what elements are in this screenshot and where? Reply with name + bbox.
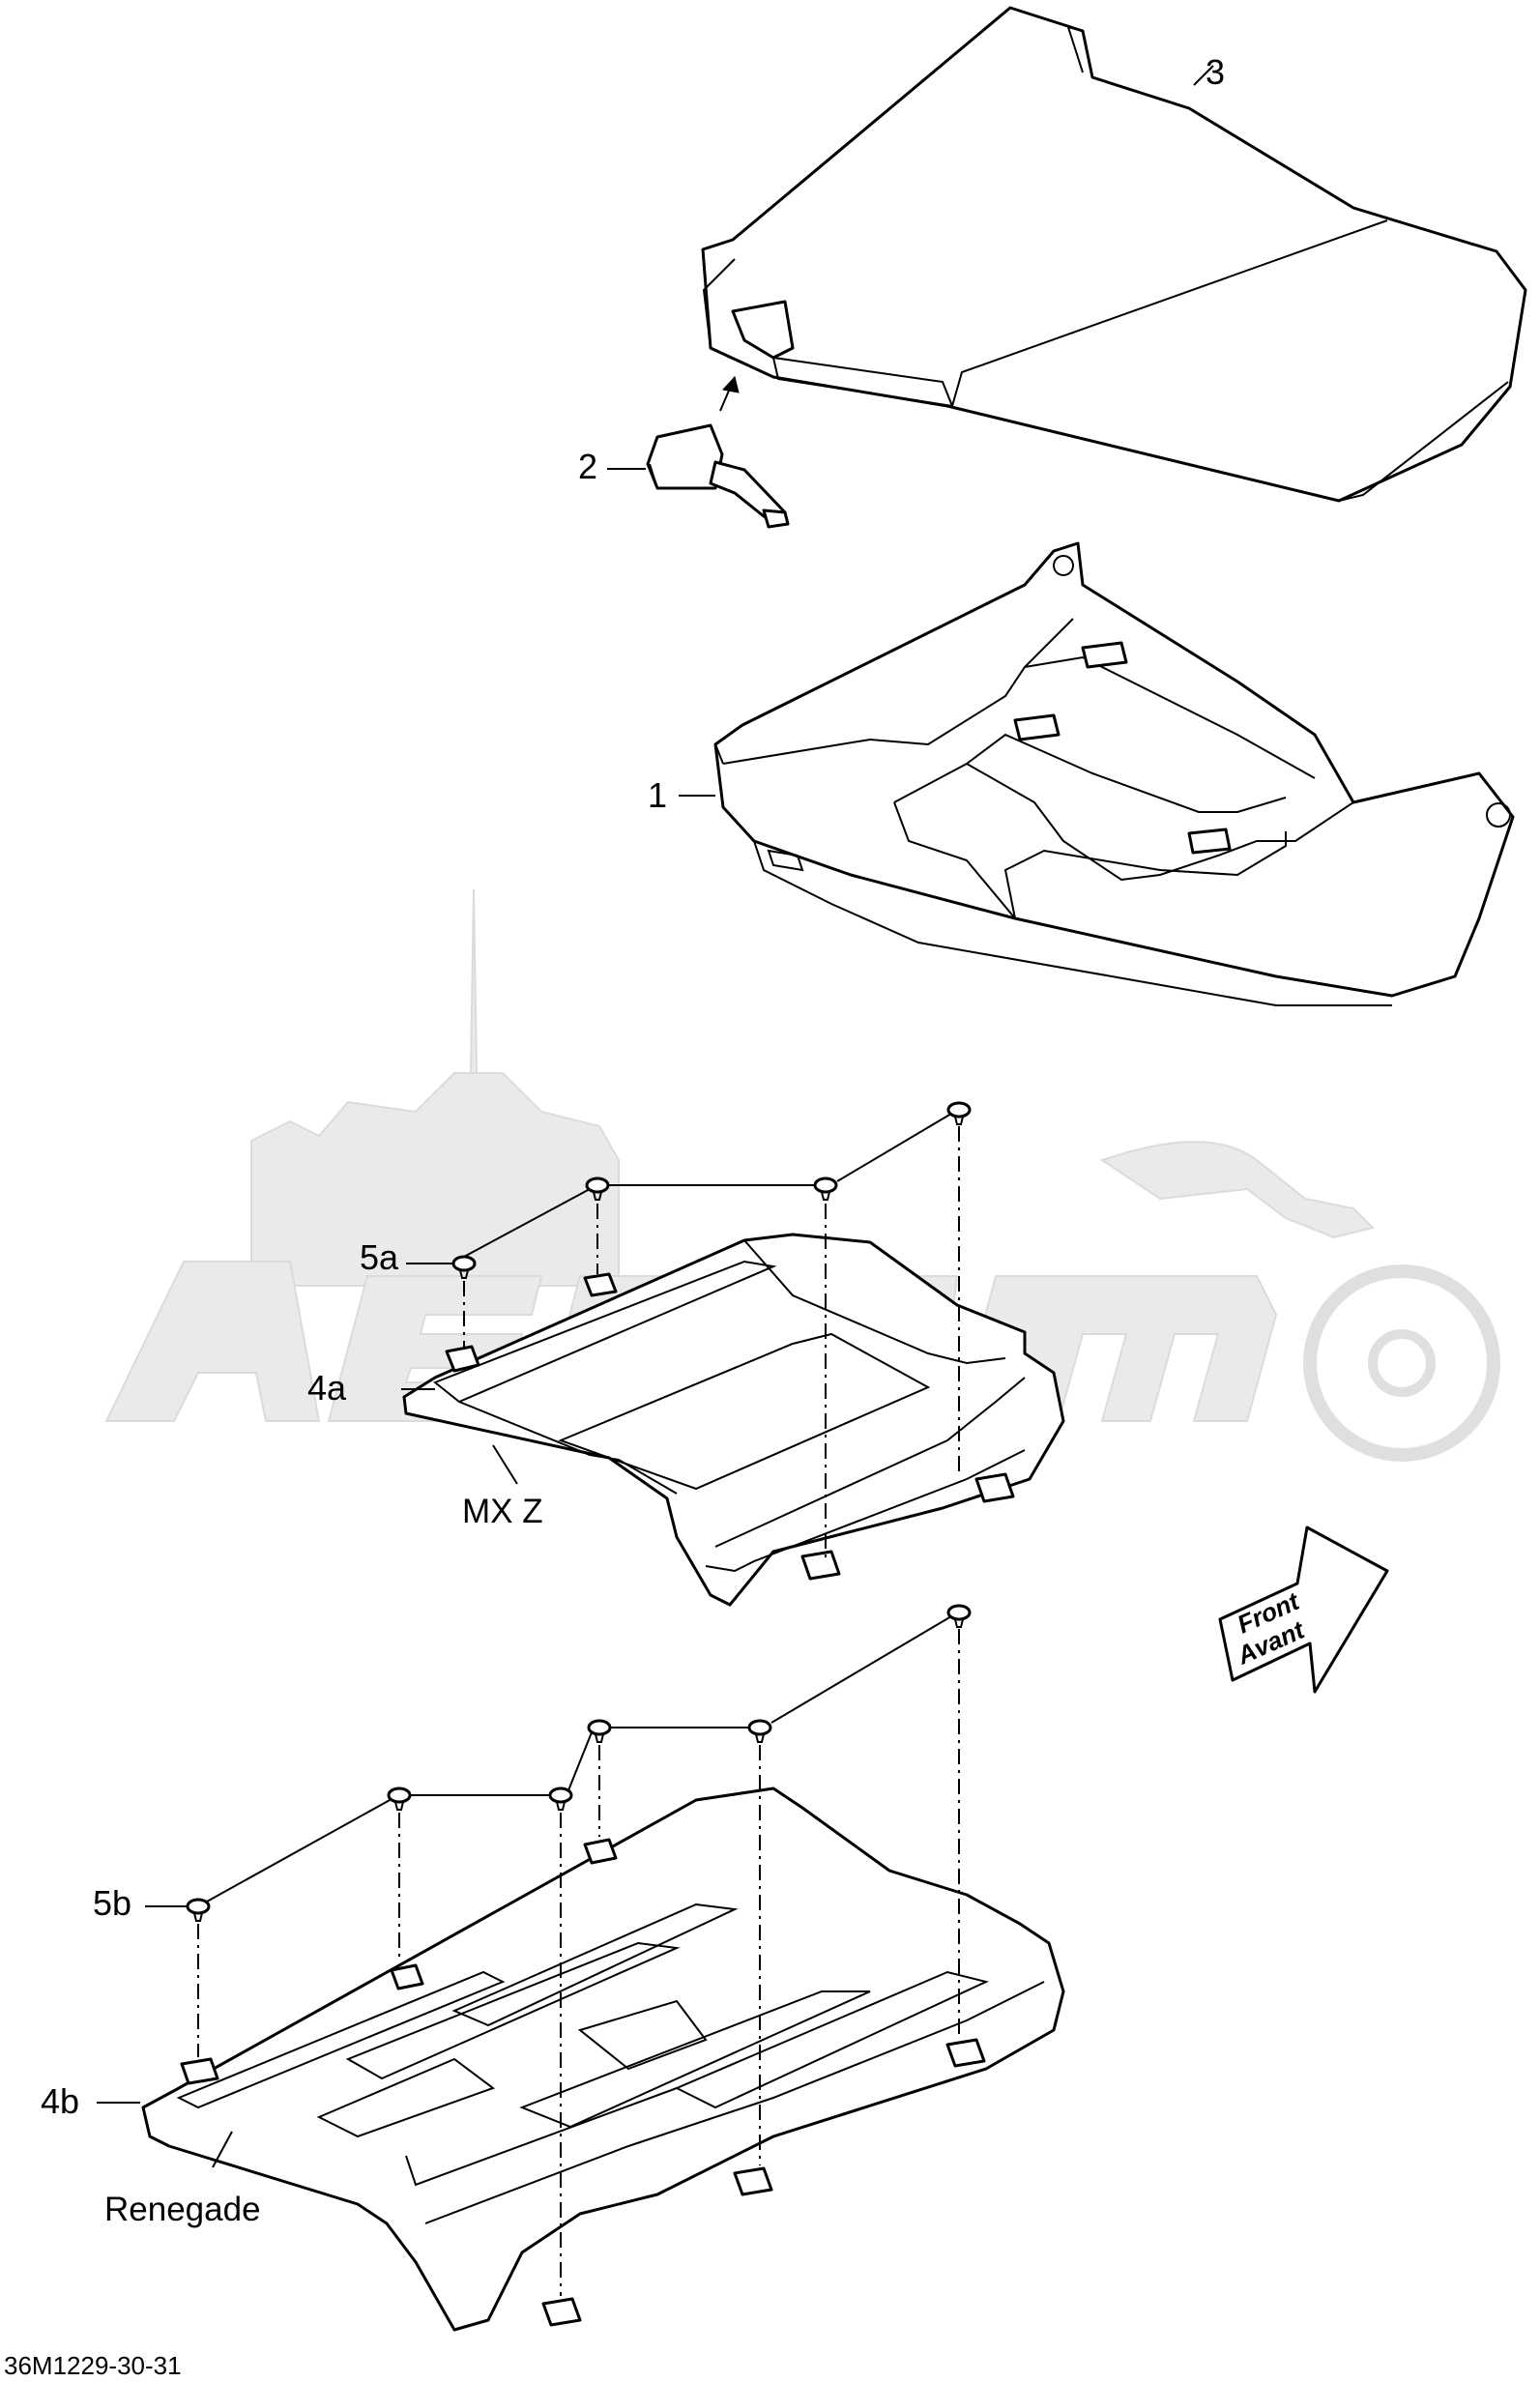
callout-2: 2 bbox=[578, 447, 597, 486]
fasteners-5b bbox=[186, 1604, 972, 2296]
part-1-console bbox=[713, 541, 1515, 1006]
part-4a-skid-plate bbox=[402, 1233, 1065, 1607]
fastener-5b-4 bbox=[587, 1719, 612, 1743]
variant-label-mxz: MX Z bbox=[462, 1493, 543, 1530]
fastener-5b-2 bbox=[387, 1786, 412, 1811]
callout-leaders bbox=[97, 65, 1214, 2168]
variant-label-renegade: Renegade bbox=[104, 2191, 261, 2228]
fastener-5b-1 bbox=[186, 1898, 211, 1922]
diagram-code: 36M1229-30-31 bbox=[4, 2351, 182, 2380]
fastener-5b-6 bbox=[946, 1604, 972, 1628]
callout-5b: 5b bbox=[93, 1883, 131, 1923]
fasteners-5a bbox=[451, 1101, 972, 1561]
part-4b-skid-plate bbox=[141, 1786, 1065, 2332]
front-direction-arrow: Front Avant bbox=[1218, 1525, 1389, 1694]
callout-5a: 5a bbox=[360, 1237, 399, 1277]
callout-3: 3 bbox=[1206, 52, 1225, 92]
callout-4a: 4a bbox=[307, 1368, 347, 1408]
fastener-5a-4 bbox=[946, 1101, 972, 1125]
fastener-5b-5 bbox=[747, 1719, 772, 1743]
part-2-latch bbox=[646, 375, 790, 529]
fastener-5a-3 bbox=[813, 1176, 838, 1201]
fastener-5a-2 bbox=[585, 1176, 610, 1201]
callout-4b: 4b bbox=[41, 2081, 79, 2121]
fastener-5a-1 bbox=[451, 1255, 477, 1279]
fastener-5b-3 bbox=[548, 1786, 573, 1811]
part-3-cover bbox=[701, 6, 1527, 503]
callout-1: 1 bbox=[648, 775, 667, 815]
